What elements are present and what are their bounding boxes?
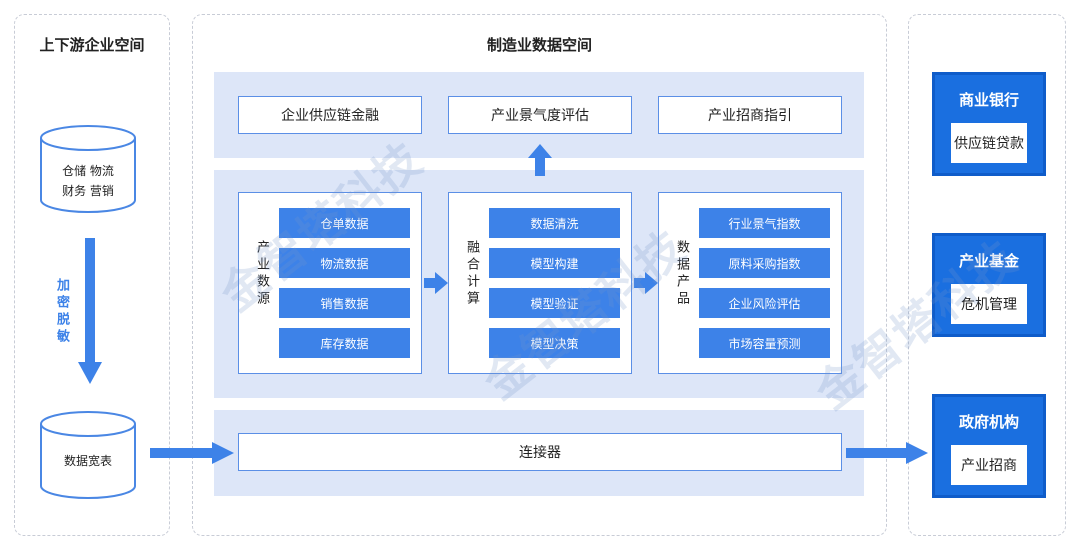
source-item-2: 物流数据	[279, 248, 410, 278]
product-item-4: 市场容量预测	[699, 328, 830, 358]
center-title: 制造业数据空间	[486, 36, 592, 54]
center-region	[192, 14, 887, 536]
product-label: 数据产品	[674, 240, 689, 308]
arrow-down-icon	[78, 238, 102, 384]
card-commercial-bank: 商业银行 供应链贷款	[932, 72, 1046, 176]
source-item-1: 仓单数据	[279, 208, 410, 238]
card-title: 产业基金	[958, 252, 1019, 270]
card-government: 政府机构 产业招商	[932, 394, 1046, 498]
card-inner: 供应链贷款	[951, 123, 1027, 163]
product-item-2: 原料采购指数	[699, 248, 830, 278]
cylinder-bottom-label: 数据宽表	[63, 454, 112, 468]
card-inner: 产业招商	[951, 445, 1027, 485]
card-industry-fund: 产业基金 危机管理	[932, 233, 1046, 337]
card-inner: 危机管理	[951, 284, 1027, 324]
compute-item-3: 模型验证	[489, 288, 620, 318]
cylinder-top-line-2: 财务 营销	[62, 184, 114, 198]
compute-item-2: 模型构建	[489, 248, 620, 278]
top-box-1: 企业供应链金融	[238, 96, 422, 134]
compute-label: 融合计算	[464, 240, 479, 308]
cylinder-top-line-1: 仓储 物流	[62, 164, 114, 178]
arrow-right-icon	[634, 272, 658, 294]
top-box-3: 产业招商指引	[658, 96, 842, 134]
card-title: 商业银行	[958, 91, 1019, 109]
left-title: 上下游企业空间	[39, 36, 145, 54]
compute-item-4: 模型决策	[489, 328, 620, 358]
card-title: 政府机构	[958, 413, 1019, 431]
product-item-1: 行业景气指数	[699, 208, 830, 238]
arrow-right-icon	[150, 442, 234, 464]
connector-box: 连接器	[238, 433, 842, 471]
arrow-up-icon	[528, 144, 552, 176]
compute-item-1: 数据清洗	[489, 208, 620, 238]
arrow-right-icon	[846, 442, 928, 464]
right-region	[908, 14, 1066, 536]
source-item-4: 库存数据	[279, 328, 410, 358]
source-item-3: 销售数据	[279, 288, 410, 318]
source-label: 产业数源	[254, 240, 269, 308]
database-icon-bottom	[40, 411, 136, 499]
encrypt-desensitize-label: 加密脱敏	[54, 278, 69, 346]
left-region	[14, 14, 170, 536]
product-item-3: 企业风险评估	[699, 288, 830, 318]
top-box-2: 产业景气度评估	[448, 96, 632, 134]
arrow-right-icon	[424, 272, 448, 294]
database-icon-top	[40, 125, 136, 213]
